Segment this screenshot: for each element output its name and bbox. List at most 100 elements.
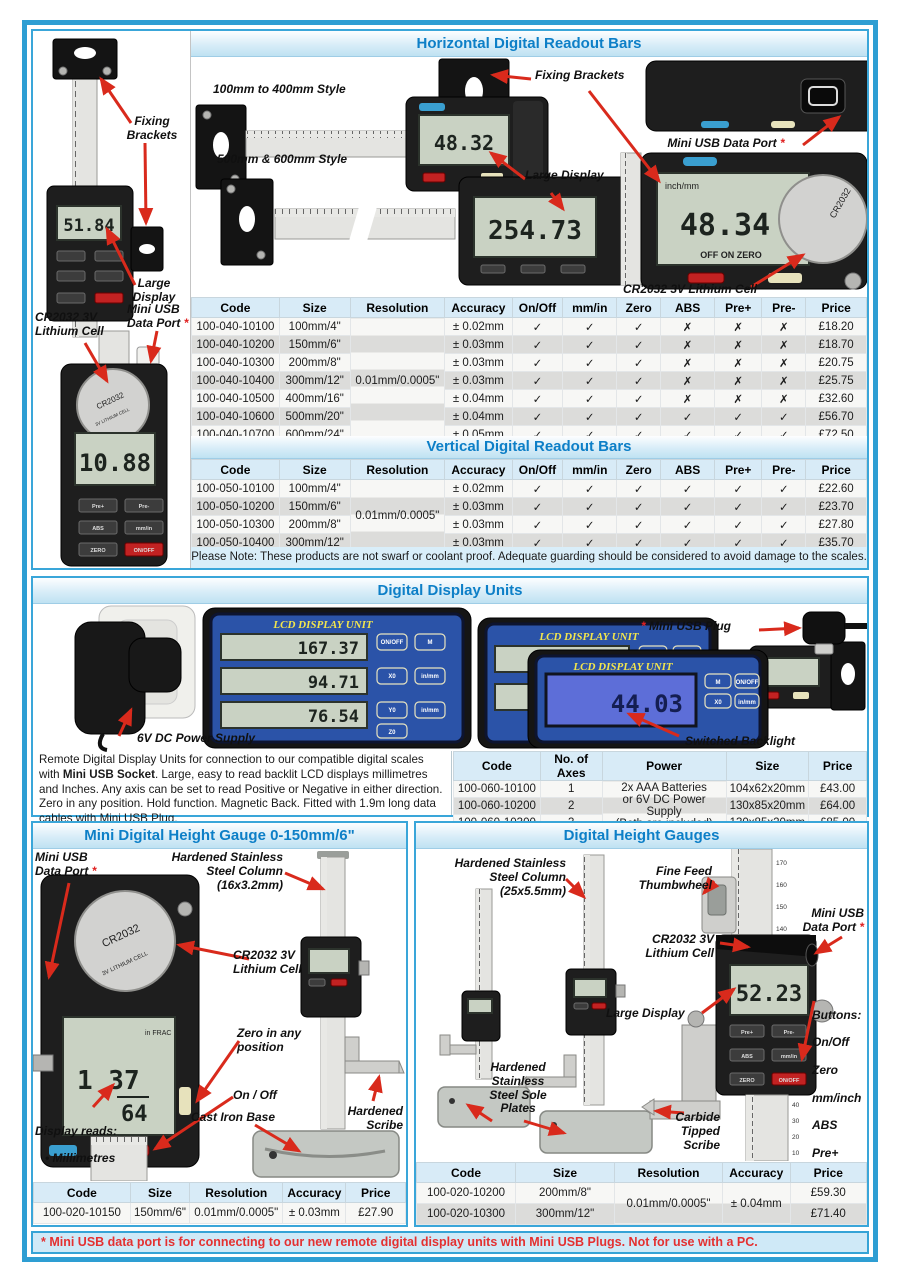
table-cell: 100-020-10300 xyxy=(416,1203,516,1225)
label-fixing-brackets: Fixing Brackets xyxy=(126,114,178,142)
svg-text:254.73: 254.73 xyxy=(488,216,582,246)
power-supply xyxy=(74,605,196,752)
table-cell: 100-020-10150 xyxy=(33,1202,131,1224)
table-cell: ✓ xyxy=(616,479,662,498)
svg-text:44.03: 44.03 xyxy=(611,690,683,718)
horizontal-readout-illustration: 48.32 254.73 xyxy=(195,58,867,290)
description-bold: Mini USB Socket xyxy=(62,767,155,781)
column-header: Code xyxy=(33,1182,131,1203)
vertical-readout-illustration: STAINLESS HARDENED 51.84 xyxy=(46,38,168,567)
table-cell: ✓ xyxy=(562,353,618,372)
table-cell: 100-060-10200 xyxy=(453,797,541,815)
table-cell: ± 0.03mm xyxy=(444,353,513,372)
column-header: mm/in xyxy=(562,459,618,480)
column-header: Resolution xyxy=(189,1182,284,1203)
svg-text:LCD DISPLAY UNIT: LCD DISPLAY UNIT xyxy=(572,661,673,673)
column-header: Size xyxy=(515,1162,615,1183)
section-height-gauges: Digital Height Gauges xyxy=(414,821,869,1227)
table-cell: ✓ xyxy=(761,407,807,426)
section-display-units: Digital Display Units LCD DISPLAY xyxy=(31,576,869,832)
label-sole-plates: Hardened Stainless Steel Sole Plates xyxy=(489,1060,547,1116)
svg-text:Pre-: Pre- xyxy=(139,504,150,510)
table-cell: ✓ xyxy=(562,335,618,354)
column-header: Zero xyxy=(616,459,662,480)
svg-text:mm/in: mm/in xyxy=(781,1054,798,1060)
table-cell: £20.75 xyxy=(805,353,867,372)
table-cell: £56.70 xyxy=(805,407,867,426)
table-cell: ✓ xyxy=(511,497,564,516)
table-cell: ± 0.02mm xyxy=(444,317,513,336)
table-cell: 150mm/6" xyxy=(278,497,351,516)
column-header: No. of Axes xyxy=(539,751,603,781)
column-header: Accuracy xyxy=(444,297,513,318)
table-cell: 100-050-10200 xyxy=(191,497,280,516)
svg-text:ABS: ABS xyxy=(741,1054,753,1060)
table-cell: ✓ xyxy=(761,479,807,498)
column-header: Pre+ xyxy=(714,297,763,318)
label-mini-usb: Mini USB Data Port * xyxy=(35,850,97,878)
lcd-display-unit-3axis: LCD DISPLAY UNIT 167.37 94.71 76.54 ON/O… xyxy=(202,607,472,749)
table-cell: ✗ xyxy=(714,335,763,354)
table-cell: 130x85x20mm xyxy=(725,797,810,815)
svg-text:X0: X0 xyxy=(388,674,396,680)
svg-text:10.88: 10.88 xyxy=(79,449,151,477)
table-cell: ✓ xyxy=(511,371,564,390)
height-gauge-closeup: 170 160 150 140 52.23 Pre+ Pre xyxy=(641,849,834,1161)
table-cell: ✗ xyxy=(660,389,716,408)
svg-text:in/mm: in/mm xyxy=(421,674,439,680)
table-cell: £27.90 xyxy=(345,1202,406,1224)
label-switched-backlight: Switched Backlight xyxy=(685,734,796,748)
column-header: Code xyxy=(191,297,280,318)
svg-text:52.23: 52.23 xyxy=(736,982,802,1007)
label-cr2032: CR2032 3V Lithium Cell xyxy=(233,948,302,976)
svg-text:48.32: 48.32 xyxy=(434,131,494,155)
table-cell: 300mm/12" xyxy=(278,371,351,390)
label-display-reads: Display reads: • Millimetres • Inches • … xyxy=(35,1111,185,1181)
table-cell: ✓ xyxy=(616,353,662,372)
svg-text:76.54: 76.54 xyxy=(308,707,359,727)
column-header: Power xyxy=(601,751,727,781)
table-cell: ✗ xyxy=(714,389,763,408)
table-cell: ✓ xyxy=(761,497,807,516)
label-mini-usb: Mini USB Data Port * xyxy=(802,906,864,934)
svg-text:160: 160 xyxy=(776,882,787,889)
table-cell: £43.00 xyxy=(808,780,867,798)
vertical-readout-illustration-panel: STAINLESS HARDENED 51.84 xyxy=(33,31,191,568)
height-gauges-title: Digital Height Gauges xyxy=(416,823,867,849)
table-cell: ± 0.04mm xyxy=(722,1182,791,1225)
column-header: Price xyxy=(808,751,867,781)
table-cell: ✓ xyxy=(616,497,662,516)
table-cell: ✗ xyxy=(761,317,807,336)
table-cell: 200mm/8" xyxy=(278,353,351,372)
table-cell: ± 0.04mm xyxy=(444,407,513,426)
table-cell: 200mm/8" xyxy=(515,1182,615,1204)
svg-text:inch/mm: inch/mm xyxy=(665,181,699,191)
buttons-item: Pre+ xyxy=(812,1145,839,1160)
svg-text:170: 170 xyxy=(776,860,787,867)
table-cell: 104x62x20mm xyxy=(725,780,810,798)
pointer-arrows xyxy=(465,876,843,1136)
svg-text:94.71: 94.71 xyxy=(308,673,359,693)
svg-text:40: 40 xyxy=(792,1102,800,1109)
height-gauges-illustrations: 170 160 150 140 52.23 Pre+ Pre xyxy=(416,849,867,1161)
height-gauges-illustration: 170 160 150 140 52.23 Pre+ Pre xyxy=(437,849,843,1161)
table-cell: ✓ xyxy=(562,479,618,498)
mini-gauge-illustration: CR2032 3V LITHIUM CELL 1 37 64 in FRAC xyxy=(33,851,405,1181)
table-cell: £71.40 xyxy=(789,1203,867,1225)
column-header: Code xyxy=(453,751,541,781)
page-frame: STAINLESS HARDENED 51.84 xyxy=(22,20,878,1262)
table-cell: 100-040-10300 xyxy=(191,353,280,372)
